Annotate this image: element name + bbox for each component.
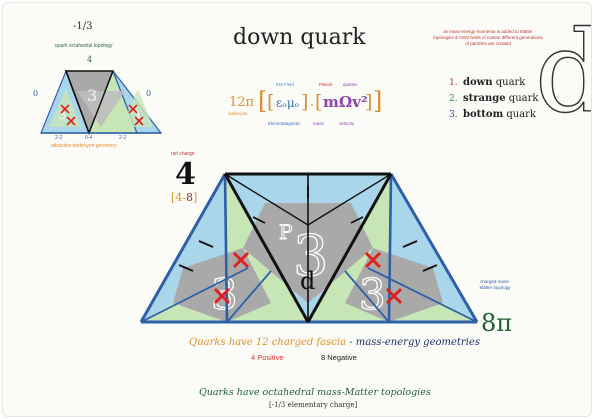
formula-label-planck: Planck: [319, 82, 333, 87]
formula-bracket-mid-left: [: [315, 91, 323, 113]
eight-pi: 8π: [481, 309, 513, 337]
numeral-center-3: 3: [293, 224, 329, 289]
numeral-right-3: 3: [359, 270, 386, 319]
cross-3: [364, 251, 382, 269]
tl-inner-right: [121, 89, 153, 127]
formula-bracket-right: ]: [373, 87, 383, 115]
green-right-lower: [389, 303, 477, 322]
tl-bottom-label-2: 0-4: [85, 135, 93, 141]
tl-inner-mid: [77, 91, 125, 127]
numeral-center-p: P: [279, 220, 292, 244]
generation-item-2: 2.strange quark: [449, 93, 539, 104]
cross-1: [232, 251, 250, 269]
generation-list: 1.down quark 2.strange quark 3.bottom qu…: [449, 75, 538, 123]
formula-dot: .: [310, 95, 315, 110]
negative-count: 8 Negative: [321, 353, 357, 362]
tl-bottom-label-3: 2-2: [119, 135, 127, 141]
svg-text:3: 3: [59, 109, 66, 122]
generation-note: as mass-energy-momenta is added to Matte…: [433, 29, 543, 46]
positive-count: 4 Positive: [251, 353, 284, 362]
bottom-line-1: Quarks have 12 charged fascia - mass-ene…: [189, 337, 480, 348]
formula-bracket-left: [: [258, 87, 268, 115]
tl-cross-4: [134, 116, 144, 126]
charge-range: [4-8]: [171, 191, 198, 204]
tl-charge: -1/3: [73, 21, 93, 32]
gray-right: [345, 248, 443, 322]
bottom-line-2: Quarks have octahedral mass-Matter topol…: [199, 387, 431, 398]
tl-bottom-label-1: 2-2: [55, 135, 63, 141]
cross-4: [385, 287, 403, 305]
formula-label-quanta: quanta: [343, 82, 357, 87]
tl-cross-3: [128, 104, 138, 114]
big-letter-d: d: [535, 8, 592, 138]
cross-2: [213, 287, 231, 305]
tl-caption-top: quark octahedral topology: [55, 43, 113, 49]
formula-label-em-field: EM Field: [276, 82, 294, 87]
page-title: down quark: [233, 25, 366, 50]
tl-caption-bottom: attractive dodecyon geometry: [51, 143, 117, 149]
net-charge-label: net charge: [171, 151, 195, 157]
center-letter-d: d: [300, 267, 316, 295]
big-letter-svg: d: [534, 7, 592, 138]
formula-label-electromagnetic: ElectroMagnetic: [268, 121, 301, 126]
tl-side-left: 0: [33, 89, 39, 98]
main-octahedron-svg: 3 3 3 P: [139, 172, 479, 324]
topleft-triangle-svg: 3 3 3: [40, 69, 163, 136]
formula-bracket-mid-right: ]: [365, 91, 373, 113]
formula-label-mass: mass: [313, 121, 324, 126]
tl-top-number: 4: [87, 55, 93, 64]
formula-label-dodecyon: dodecyon: [228, 111, 248, 116]
generation-item-3: 3.bottom quark: [449, 109, 536, 120]
green-left-lower: [141, 303, 227, 322]
tl-cross-2: [66, 116, 76, 126]
svg-text:3: 3: [87, 86, 97, 105]
formula-label-velocity: velocity: [339, 121, 355, 126]
formula-bracket-inner-left: [: [267, 91, 275, 113]
charged-topology-label: charged mass-Matter topology: [479, 279, 511, 290]
formula-prefix: 12π: [229, 95, 255, 110]
bottom-line-3: [-1/3 elementary charge]: [269, 401, 358, 409]
formula-bracket-inner-right: ]: [301, 91, 309, 113]
generation-item-1: 1.down quark: [449, 77, 526, 88]
tl-cross-1: [60, 104, 70, 114]
formula-epsilon-mu: εₒμₒ: [276, 96, 300, 110]
tl-side-right: 0: [146, 89, 152, 98]
svg-text:3: 3: [133, 109, 140, 122]
net-charge-value: 4: [175, 157, 196, 192]
formula-m-omega-v: mΩv²: [323, 93, 368, 111]
